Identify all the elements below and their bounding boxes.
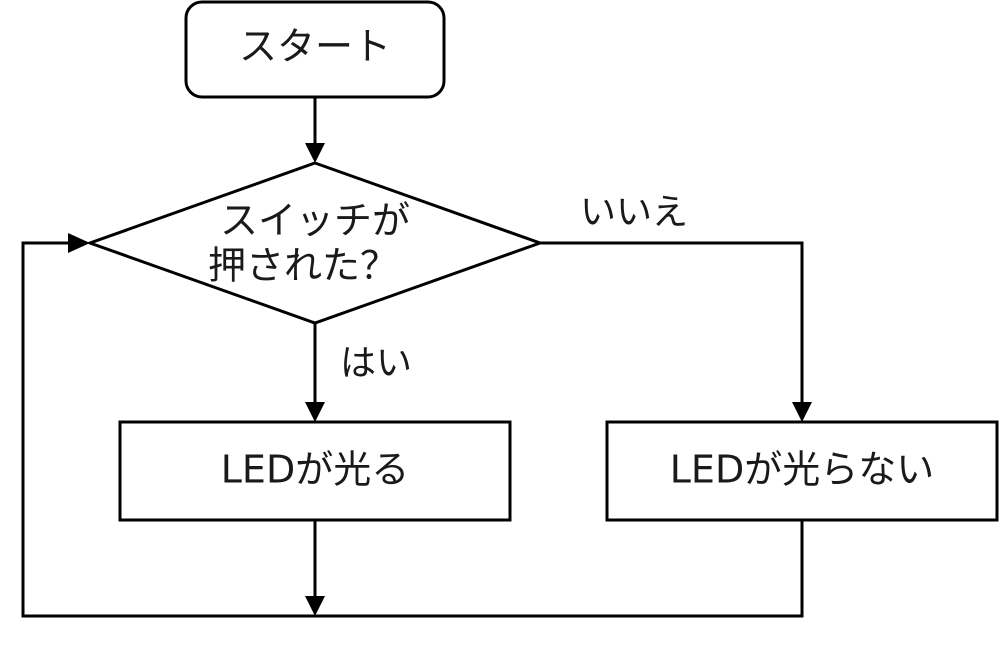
arrowhead-merge (305, 596, 325, 616)
led-on-node (118, 420, 512, 522)
arrowhead-no (792, 402, 812, 422)
no-label: いいえ (580, 192, 688, 233)
edge-loop-back (21, 241, 804, 618)
arrowhead-yes (305, 402, 325, 422)
yes-label: はい (340, 343, 412, 384)
edge-no (540, 241, 804, 404)
decision-node-label-line1: スイッチが (220, 199, 410, 243)
arrowhead-loop-back (68, 233, 90, 253)
led-off-node-label: LEDが光らない (670, 448, 934, 492)
arrowhead-start-to-decision (305, 143, 325, 163)
led-on-node-label: LEDが光る (221, 448, 409, 492)
decision-node-label-line2: 押された？ (208, 244, 398, 288)
led-off-node (605, 420, 999, 522)
start-node-label: スタート (239, 25, 391, 69)
